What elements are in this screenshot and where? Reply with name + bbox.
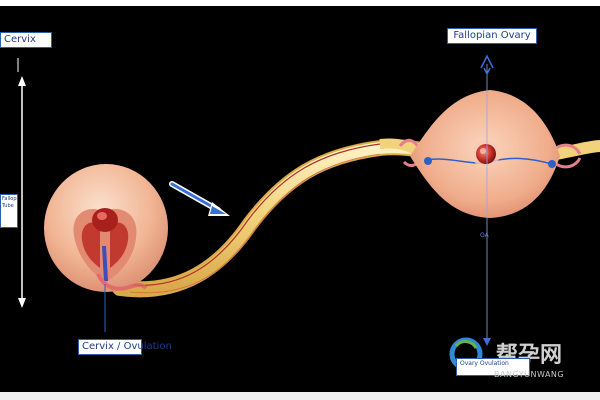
black-panel: 帮孕网 Cervix Fallopian Ovary Fallopian Tub… bbox=[0, 6, 600, 392]
label-top-right: Fallopian Ovary bbox=[447, 28, 537, 44]
uterus-illustration bbox=[44, 164, 168, 332]
watermark-latin-text: BANGYUNWANG bbox=[494, 370, 565, 379]
pointer-arrow-icon bbox=[169, 181, 230, 216]
label-side-small: Fallopian Tube bbox=[0, 194, 18, 228]
ovary-illustration bbox=[410, 54, 560, 346]
label-top-left: Cervix bbox=[0, 32, 52, 48]
reproductive-diagram: 帮孕网 bbox=[17, 54, 600, 375]
label-bottom-right: Ovary Ovulation bbox=[456, 358, 530, 376]
label-oa: OA bbox=[480, 232, 489, 239]
footer-strip bbox=[0, 392, 600, 400]
label-bottom-left: Cervix / Ovulation bbox=[78, 339, 172, 355]
vertical-measure-arrow bbox=[17, 58, 26, 308]
